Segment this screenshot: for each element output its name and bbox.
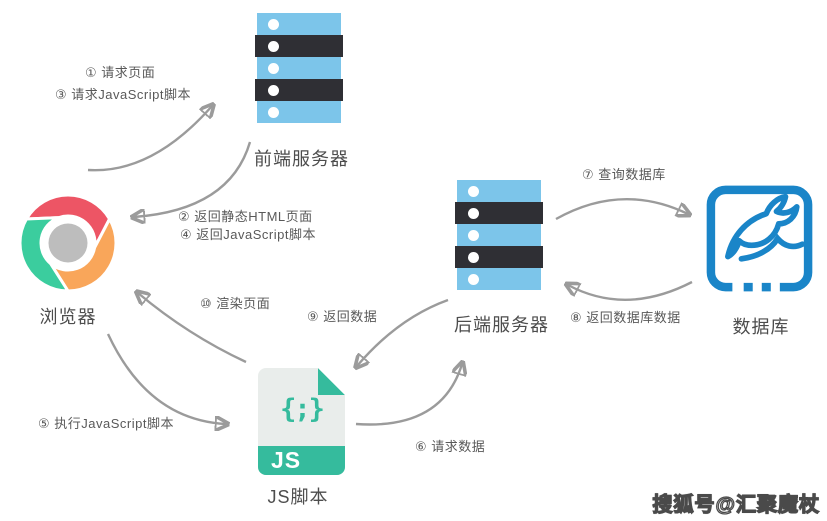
step-label-6: ⑥ 请求数据 [415, 439, 486, 454]
server-stripe [257, 57, 341, 79]
js-badge: JS [258, 446, 345, 475]
database-icon [703, 182, 816, 295]
front-server-label: 前端服务器 [254, 149, 349, 169]
js-file-icon: {;} JS [258, 368, 345, 475]
back-server-icon [455, 180, 543, 290]
step-label-7: ⑦ 查询数据库 [582, 167, 666, 182]
js-script-label: JS脚本 [267, 487, 329, 507]
database-label: 数据库 [732, 317, 790, 337]
server-stripe [257, 101, 341, 123]
back-server-label: 后端服务器 [454, 315, 549, 335]
server-stripe [255, 35, 343, 57]
browser-icon [18, 193, 118, 293]
arrow-step-8 [568, 280, 693, 301]
front-server-icon [255, 13, 343, 123]
arrow-step-5 [106, 333, 226, 424]
code-braces-glyph: {;} [280, 394, 325, 425]
server-stripe [457, 268, 541, 290]
step-label-1: ① 请求页面 [85, 65, 156, 80]
server-stripe [455, 202, 543, 224]
server-stripe [257, 13, 341, 35]
step-label-3: ③ 请求JavaScript脚本 [55, 87, 191, 102]
arrow-step-6 [355, 364, 462, 426]
server-stripe [457, 180, 541, 202]
step-label-8: ⑧ 返回数据库数据 [570, 310, 681, 325]
browser-label: 浏览器 [39, 307, 97, 327]
step-label-9: ⑨ 返回数据 [307, 309, 378, 324]
server-stripe [457, 224, 541, 246]
arrow-step-7 [555, 198, 688, 221]
server-stripe [255, 79, 343, 101]
step-label-4: ④ 返回JavaScript脚本 [180, 227, 316, 242]
arrow-step-1-3 [87, 106, 212, 172]
step-label-2: ② 返回静态HTML页面 [178, 209, 313, 224]
server-stripe [455, 246, 543, 268]
step-label-10: ⑩ 渲染页面 [200, 296, 271, 311]
step-label-5: ⑤ 执行JavaScript脚本 [38, 416, 174, 431]
sohu-watermark: 搜狐号@汇聚魔杖 [652, 493, 820, 516]
